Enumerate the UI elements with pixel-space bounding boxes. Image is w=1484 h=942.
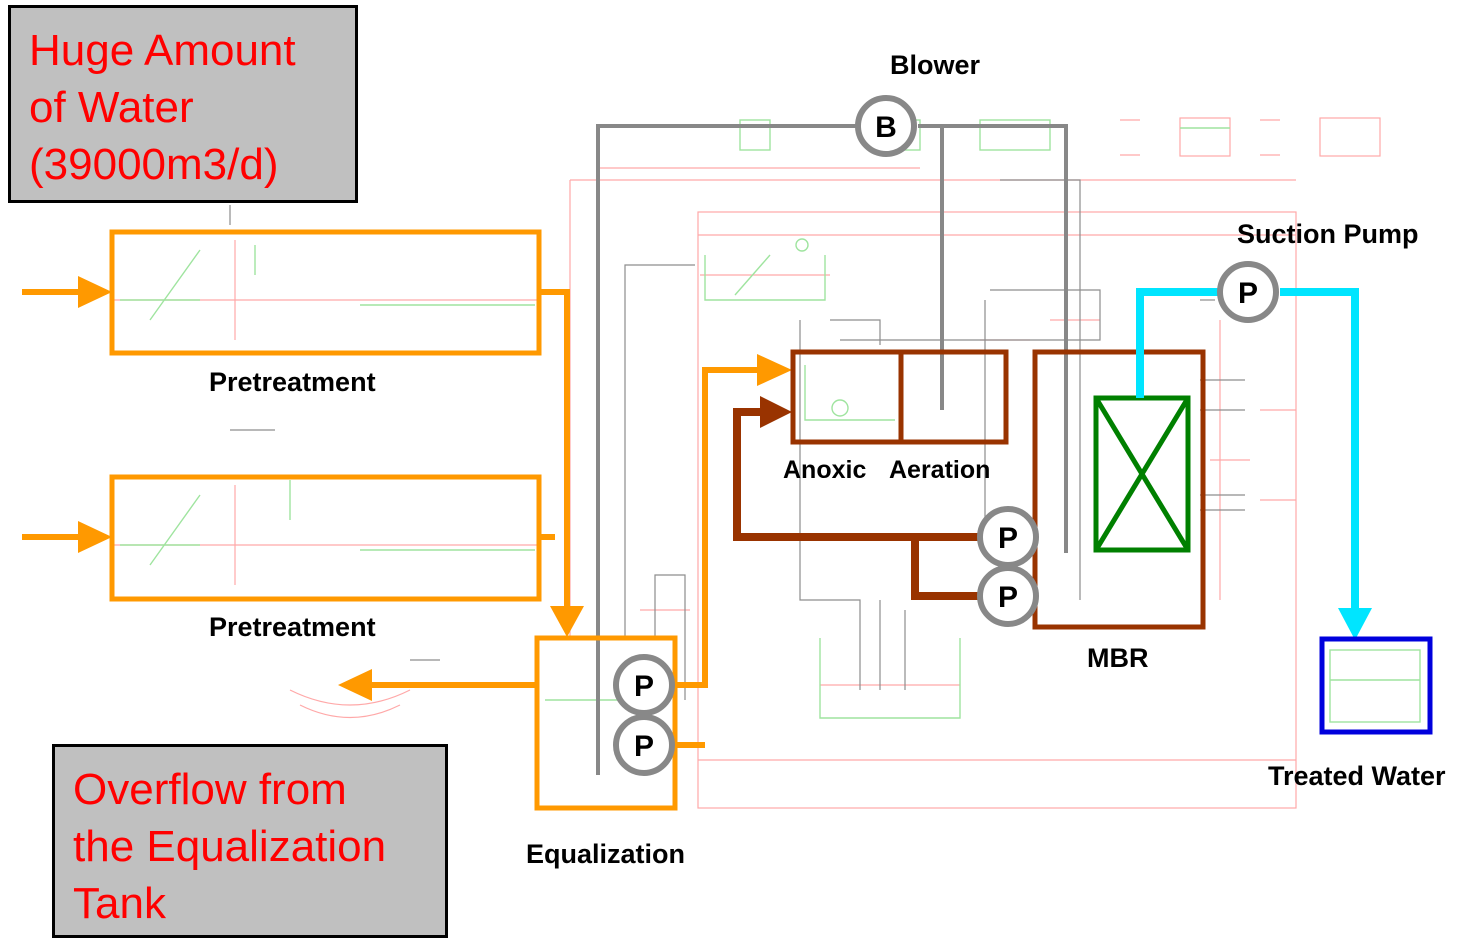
pretreatment-label-2: Pretreatment [209, 612, 376, 642]
treated-water-tank [1319, 636, 1433, 735]
permeate-line [1136, 288, 1359, 612]
pretreatment-to-equalization-lines [539, 289, 570, 610]
pretreatment-basin-1 [109, 229, 542, 356]
equalization-pump-2: P [613, 714, 675, 776]
huge-water-amount-callout: Huge Amount of Water (39000m3/d) [8, 5, 358, 203]
anoxic-inflow-arrowhead [757, 354, 792, 386]
equalization-pump-1: P [613, 654, 675, 716]
anoxic-aeration-tanks [790, 349, 1009, 445]
equalization-pump-1-letter: P [634, 670, 654, 703]
permeate-arrowhead [1338, 608, 1372, 640]
equalization-tank [534, 635, 678, 811]
overflow-callout: Overflow from the Equalization Tank [52, 744, 448, 938]
callout-bottom-line-1: Overflow from [73, 765, 347, 814]
pretreatment-basin-2 [109, 474, 542, 602]
callout-top-line-2: of Water [29, 83, 194, 132]
equalization-inflow-arrowhead [550, 606, 584, 637]
suction-pump-symbol: P [1217, 261, 1279, 323]
overflow-line [338, 669, 537, 701]
air-lines [596, 124, 1068, 775]
equalization-discharge-line [675, 367, 760, 748]
mbr-label: MBR [1087, 643, 1149, 673]
callout-top-line-3: (39000m3/d) [29, 140, 279, 189]
membrane-module [1093, 395, 1191, 553]
return-sludge-pump-2: P [977, 565, 1039, 627]
suction-pump-letter: P [1238, 277, 1258, 310]
mbr-tank [1032, 349, 1206, 630]
blower-symbol: B [855, 95, 917, 157]
treated-water-label: Treated Water [1268, 761, 1446, 791]
equalization-label: Equalization [526, 839, 686, 869]
callout-top-line-1: Huge Amount [29, 26, 296, 75]
return-pump-1-letter: P [998, 522, 1018, 555]
return-sludge-line [733, 408, 980, 600]
blower-label: Blower [890, 50, 981, 80]
callout-bottom-line-2: the Equalization [73, 822, 387, 871]
return-sludge-pump-1: P [977, 506, 1039, 568]
pretreatment-label-1: Pretreatment [209, 367, 376, 397]
influent-arrows [22, 276, 112, 553]
return-sludge-arrowhead [760, 396, 792, 428]
callout-bottom-line-3: Tank [73, 879, 166, 928]
anoxic-label: Anoxic [783, 456, 867, 484]
equalization-pump-2-letter: P [634, 730, 654, 763]
aeration-label: Aeration [889, 456, 991, 484]
suction-pump-label: Suction Pump [1237, 219, 1419, 249]
background-cad-drawing [110, 117, 1421, 809]
return-pump-2-letter: P [998, 581, 1018, 614]
blower-letter: B [875, 111, 897, 144]
